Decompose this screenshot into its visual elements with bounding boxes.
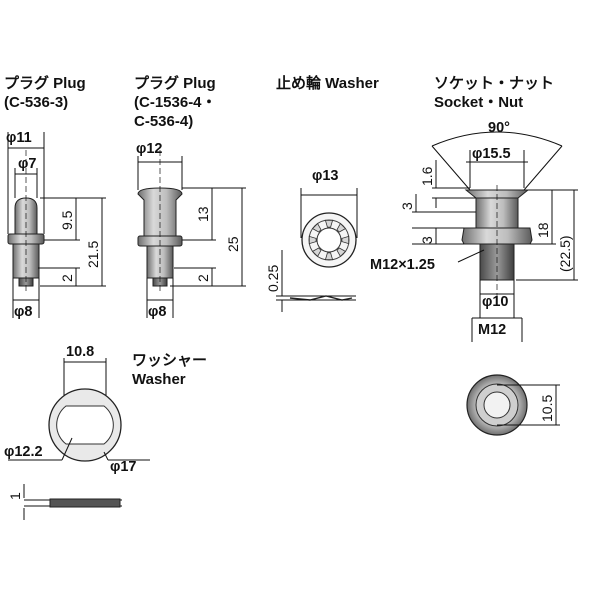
p1-dim-2: 2 (59, 274, 75, 282)
retaining-ring-tooth (324, 252, 334, 261)
s-dim-d15-5: φ15.5 (472, 146, 511, 162)
washer-bottom-title-en: Washer (132, 371, 186, 388)
p2-dim-2: 2 (195, 274, 211, 282)
retaining-ring-tooth (341, 235, 350, 245)
retaining-ring-teeth (308, 219, 350, 261)
bw-dim-1: 1 (7, 492, 23, 500)
retaining-ring-tooth (324, 219, 334, 228)
s-dim-d10: φ10 (482, 294, 509, 310)
bw-dim-d12-2: φ12.2 (4, 444, 43, 460)
washer-top-title: 止め輪 Washer (276, 74, 379, 92)
s-dim-m12: M12 (478, 322, 506, 338)
plug2-code-1: (C-1536-4・ (134, 94, 217, 111)
socket-nut-drawing: 90° φ15.5 1.6 3 3 18 (22.5) M12× (370, 120, 578, 436)
s-dim-3b: 3 (419, 236, 435, 244)
retaining-ring-tooth (308, 235, 317, 245)
w-dim-0-25: 0.25 (265, 265, 281, 292)
retaining-ring-side (289, 295, 353, 301)
flat-washer-side (49, 498, 121, 508)
plug2-code-2: C-536-4) (134, 113, 193, 130)
retaining-ring-drawing: φ13 0.25 (265, 168, 358, 312)
s-dim-3a: 3 (399, 202, 415, 210)
socket-title-en: Socket・Nut (434, 94, 523, 111)
s-dim-22-5: (22.5) (557, 235, 573, 272)
washer-bottom-title-jp: ワッシャー (132, 352, 207, 369)
plug1-code: (C-536-3) (4, 94, 68, 111)
washer-bottom-drawing: 10.8 φ12.2 φ17 1 (4, 344, 150, 520)
p1-dim-d7: φ7 (18, 156, 36, 172)
p1-dim-9-5: 9.5 (59, 210, 75, 230)
p1-dim-21-5: 21.5 (85, 241, 101, 268)
socket-title-jp: ソケット・ナット (434, 75, 554, 92)
p2-dim-25: 25 (225, 236, 241, 252)
s-dim-10-5: 10.5 (539, 395, 555, 422)
plug2-drawing: φ12 13 25 2 φ8 (136, 141, 246, 320)
retaining-ring-tooth (311, 222, 322, 233)
bw-dim-10-8: 10.8 (66, 344, 94, 360)
p2-dim-d12: φ12 (136, 141, 163, 157)
s-dim-90: 90° (488, 120, 510, 136)
p1-dim-d8: φ8 (14, 304, 32, 320)
headers: プラグ Plug (C-536-3) プラグ Plug (C-1536-4・ C… (4, 74, 554, 388)
plug1-title: プラグ Plug (4, 74, 86, 92)
w-dim-d13: φ13 (312, 168, 339, 184)
p2-dim-d8: φ8 (148, 304, 166, 320)
flat-washer-hole (56, 405, 114, 445)
plug2-head (137, 187, 183, 237)
p1-dim-d11: φ11 (6, 130, 32, 146)
s-dim-18: 18 (535, 222, 551, 238)
retaining-ring-tooth (311, 247, 322, 258)
s-dim-m12x125: M12×1.25 (370, 257, 435, 273)
bw-dim-d17: φ17 (110, 459, 137, 475)
p2-dim-13: 13 (195, 206, 211, 222)
retaining-ring-tooth (336, 247, 347, 258)
plug2-title: プラグ Plug (134, 74, 216, 92)
plug1-drawing: φ11 φ7 9.5 21.5 2 φ8 (6, 130, 106, 320)
retaining-ring-tooth (336, 222, 347, 233)
s-dim-1-6: 1.6 (419, 166, 435, 186)
